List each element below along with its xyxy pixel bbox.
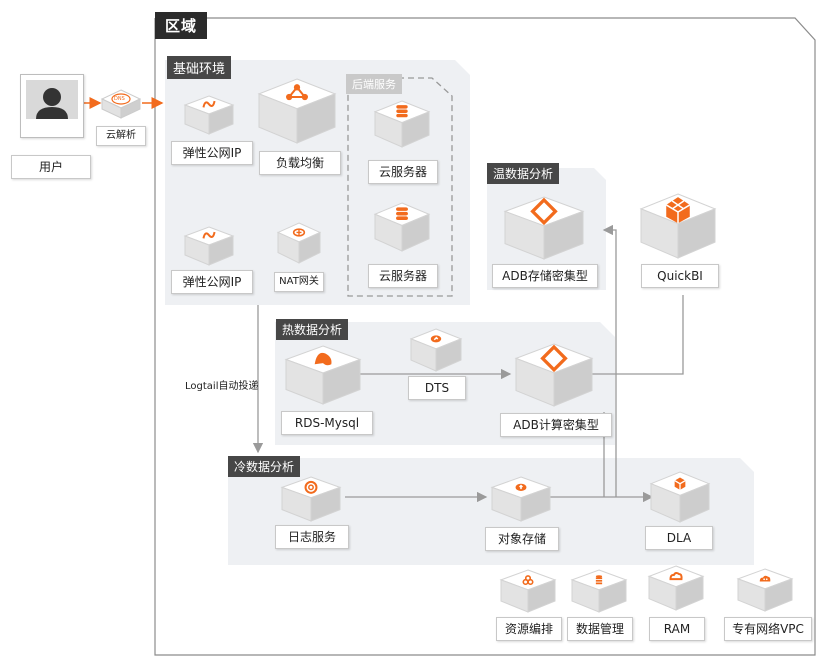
eip2-label: 弹性公网IP — [171, 270, 253, 294]
backend-dashed-box — [347, 77, 453, 297]
ecs1-label: 云服务器 — [368, 160, 438, 184]
adb-storage-label: ADB存储密集型 — [492, 264, 598, 288]
slb-icon[interactable] — [257, 78, 337, 144]
dns-icon[interactable] — [100, 88, 142, 120]
vpc-icon[interactable] — [736, 568, 794, 612]
ecs1-icon[interactable] — [373, 100, 431, 148]
dla-label: DLA — [645, 526, 713, 550]
edge-adb-quickbi — [592, 295, 684, 375]
dts-label: DTS — [408, 376, 466, 400]
ros-icon[interactable] — [499, 569, 557, 613]
dns-label: 云解析 — [96, 126, 146, 146]
rds-label: RDS-Mysql — [281, 411, 373, 435]
vpc-label: 专有网络VPC — [724, 617, 812, 641]
edge-dla-adb-storage — [602, 224, 617, 497]
dla-icon[interactable] — [649, 471, 711, 523]
log-icon[interactable] — [280, 476, 342, 522]
group-tag-backend: 后端服务 — [346, 74, 402, 94]
ros-label: 资源编排 — [496, 617, 562, 641]
quickbi-label: QuickBI — [641, 264, 719, 288]
user-icon — [26, 80, 78, 119]
nat-label: NAT网关 — [274, 272, 324, 292]
adb-compute-icon[interactable] — [514, 343, 594, 407]
oss-label: 对象存储 — [485, 527, 559, 551]
user-card[interactable] — [20, 74, 84, 138]
group-tag-warm: 温数据分析 — [487, 163, 560, 184]
logtail-label: Logtail自动投递 — [185, 381, 259, 392]
adb-storage-icon[interactable] — [503, 196, 585, 260]
rds-icon[interactable] — [284, 345, 362, 405]
eip1-label: 弹性公网IP — [171, 141, 253, 165]
dns-badge: DNS — [114, 96, 125, 102]
ecs2-icon[interactable] — [373, 202, 431, 252]
nat-icon[interactable] — [276, 222, 322, 264]
region-title: 区域 — [155, 12, 208, 39]
dts-icon[interactable] — [409, 328, 463, 372]
user-label: 用户 — [11, 155, 91, 179]
quickbi-icon[interactable] — [639, 193, 717, 259]
oss-icon[interactable] — [490, 476, 552, 522]
dms-label: 数据管理 — [567, 617, 633, 641]
group-tag-hot: 热数据分析 — [276, 319, 349, 340]
group-tag-cold: 冷数据分析 — [228, 456, 301, 477]
group-tag-base-env: 基础环境 — [167, 56, 232, 79]
ecs2-label: 云服务器 — [368, 264, 438, 288]
adb-compute-label: ADB计算密集型 — [500, 413, 612, 437]
ram-label: RAM — [649, 617, 705, 641]
eip2-icon[interactable] — [183, 226, 235, 266]
ram-icon[interactable] — [647, 565, 705, 611]
dms-icon[interactable] — [570, 569, 628, 613]
slb-label: 负载均衡 — [259, 151, 341, 175]
eip1-icon[interactable] — [183, 95, 235, 135]
cold-bg — [228, 458, 754, 565]
log-label: 日志服务 — [275, 525, 349, 549]
